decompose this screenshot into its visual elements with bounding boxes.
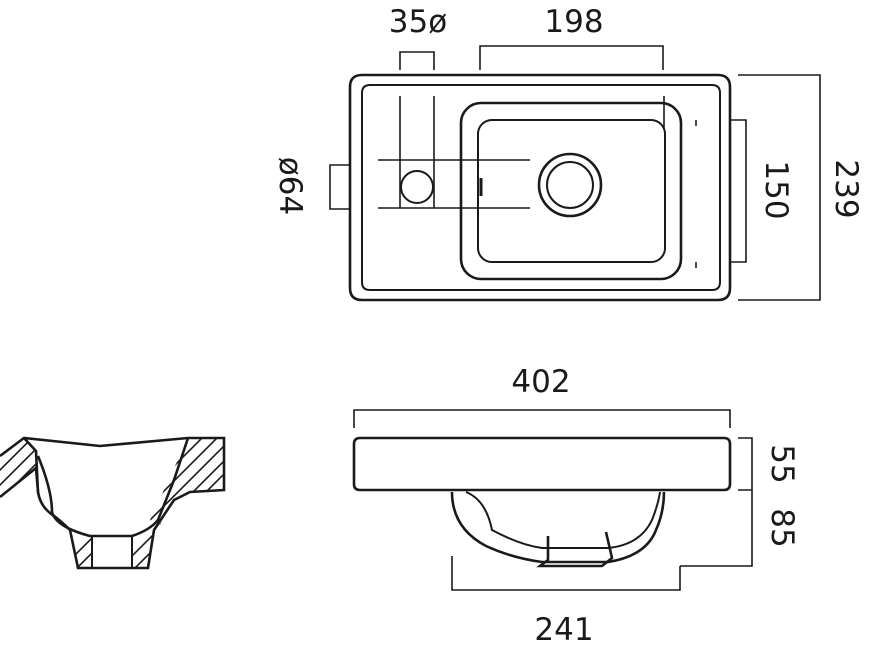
label-rim-height: 55 [764, 444, 800, 483]
bowl-outer [459, 101, 683, 281]
dimension-tap-hole: 35ø [389, 4, 447, 70]
centre-lines [378, 96, 697, 268]
section-bowl-curve [36, 437, 190, 538]
section-hatching [0, 438, 224, 568]
plan-view: 35ø 198 ø64 150 239 [272, 4, 864, 302]
section-outline [0, 436, 226, 570]
front-rim [352, 436, 732, 492]
waste-outer-circle [537, 152, 603, 218]
dimension-overall-depth: 239 [738, 74, 864, 301]
label-bowl-width: 198 [544, 4, 603, 40]
basin-inner-rim [361, 84, 721, 291]
bowl-inner [477, 119, 666, 263]
tap-hole [400, 170, 434, 204]
front-waste [536, 531, 614, 568]
front-view: 402 55 85 241 [352, 364, 800, 648]
label-overall-width: 402 [511, 364, 570, 400]
label-bowl-depth: 150 [758, 160, 794, 219]
waste-inner-circle [546, 161, 594, 209]
label-waste-diameter: ø64 [272, 157, 308, 215]
front-bowl [450, 491, 666, 564]
label-bowl-base-width: 241 [534, 612, 593, 648]
dimension-rim-height: 55 [738, 437, 800, 491]
dimension-overall-width: 402 [353, 364, 731, 428]
dimension-bowl-width: 198 [479, 4, 664, 70]
label-bowl-height: 85 [764, 508, 800, 547]
dimension-bowl-depth: 150 [730, 119, 794, 263]
basin-outline [348, 73, 732, 302]
label-tap-hole-diameter: 35ø [389, 4, 447, 40]
label-overall-depth: 239 [828, 159, 864, 218]
section-view [0, 436, 226, 570]
dimension-waste: ø64 [272, 157, 350, 215]
dimension-bowl-height: 85 [680, 490, 800, 567]
dimension-bowl-base-width: 241 [451, 556, 681, 648]
